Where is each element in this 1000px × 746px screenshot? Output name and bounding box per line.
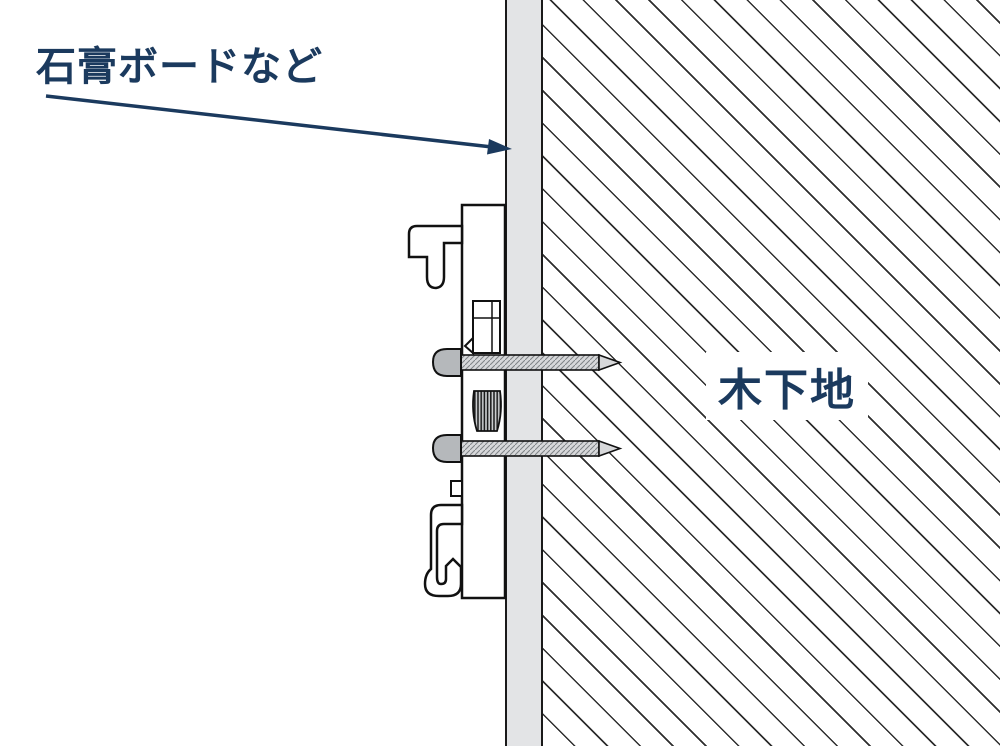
bracket-middle-clip (463, 300, 501, 356)
wood-substrate-label: 木下地 (706, 352, 868, 420)
bracket-top-hook (407, 224, 464, 290)
bracket-bottom-hook (423, 503, 464, 598)
arrow-head-icon (487, 139, 512, 155)
board-callout-arrow (45, 94, 512, 155)
screw-lower (431, 434, 623, 463)
bracket-notch (450, 480, 463, 497)
knurled-sleeve (472, 390, 502, 432)
screw-upper (431, 348, 623, 377)
gypsum-board-label: 石膏ボードなど (36, 45, 323, 89)
